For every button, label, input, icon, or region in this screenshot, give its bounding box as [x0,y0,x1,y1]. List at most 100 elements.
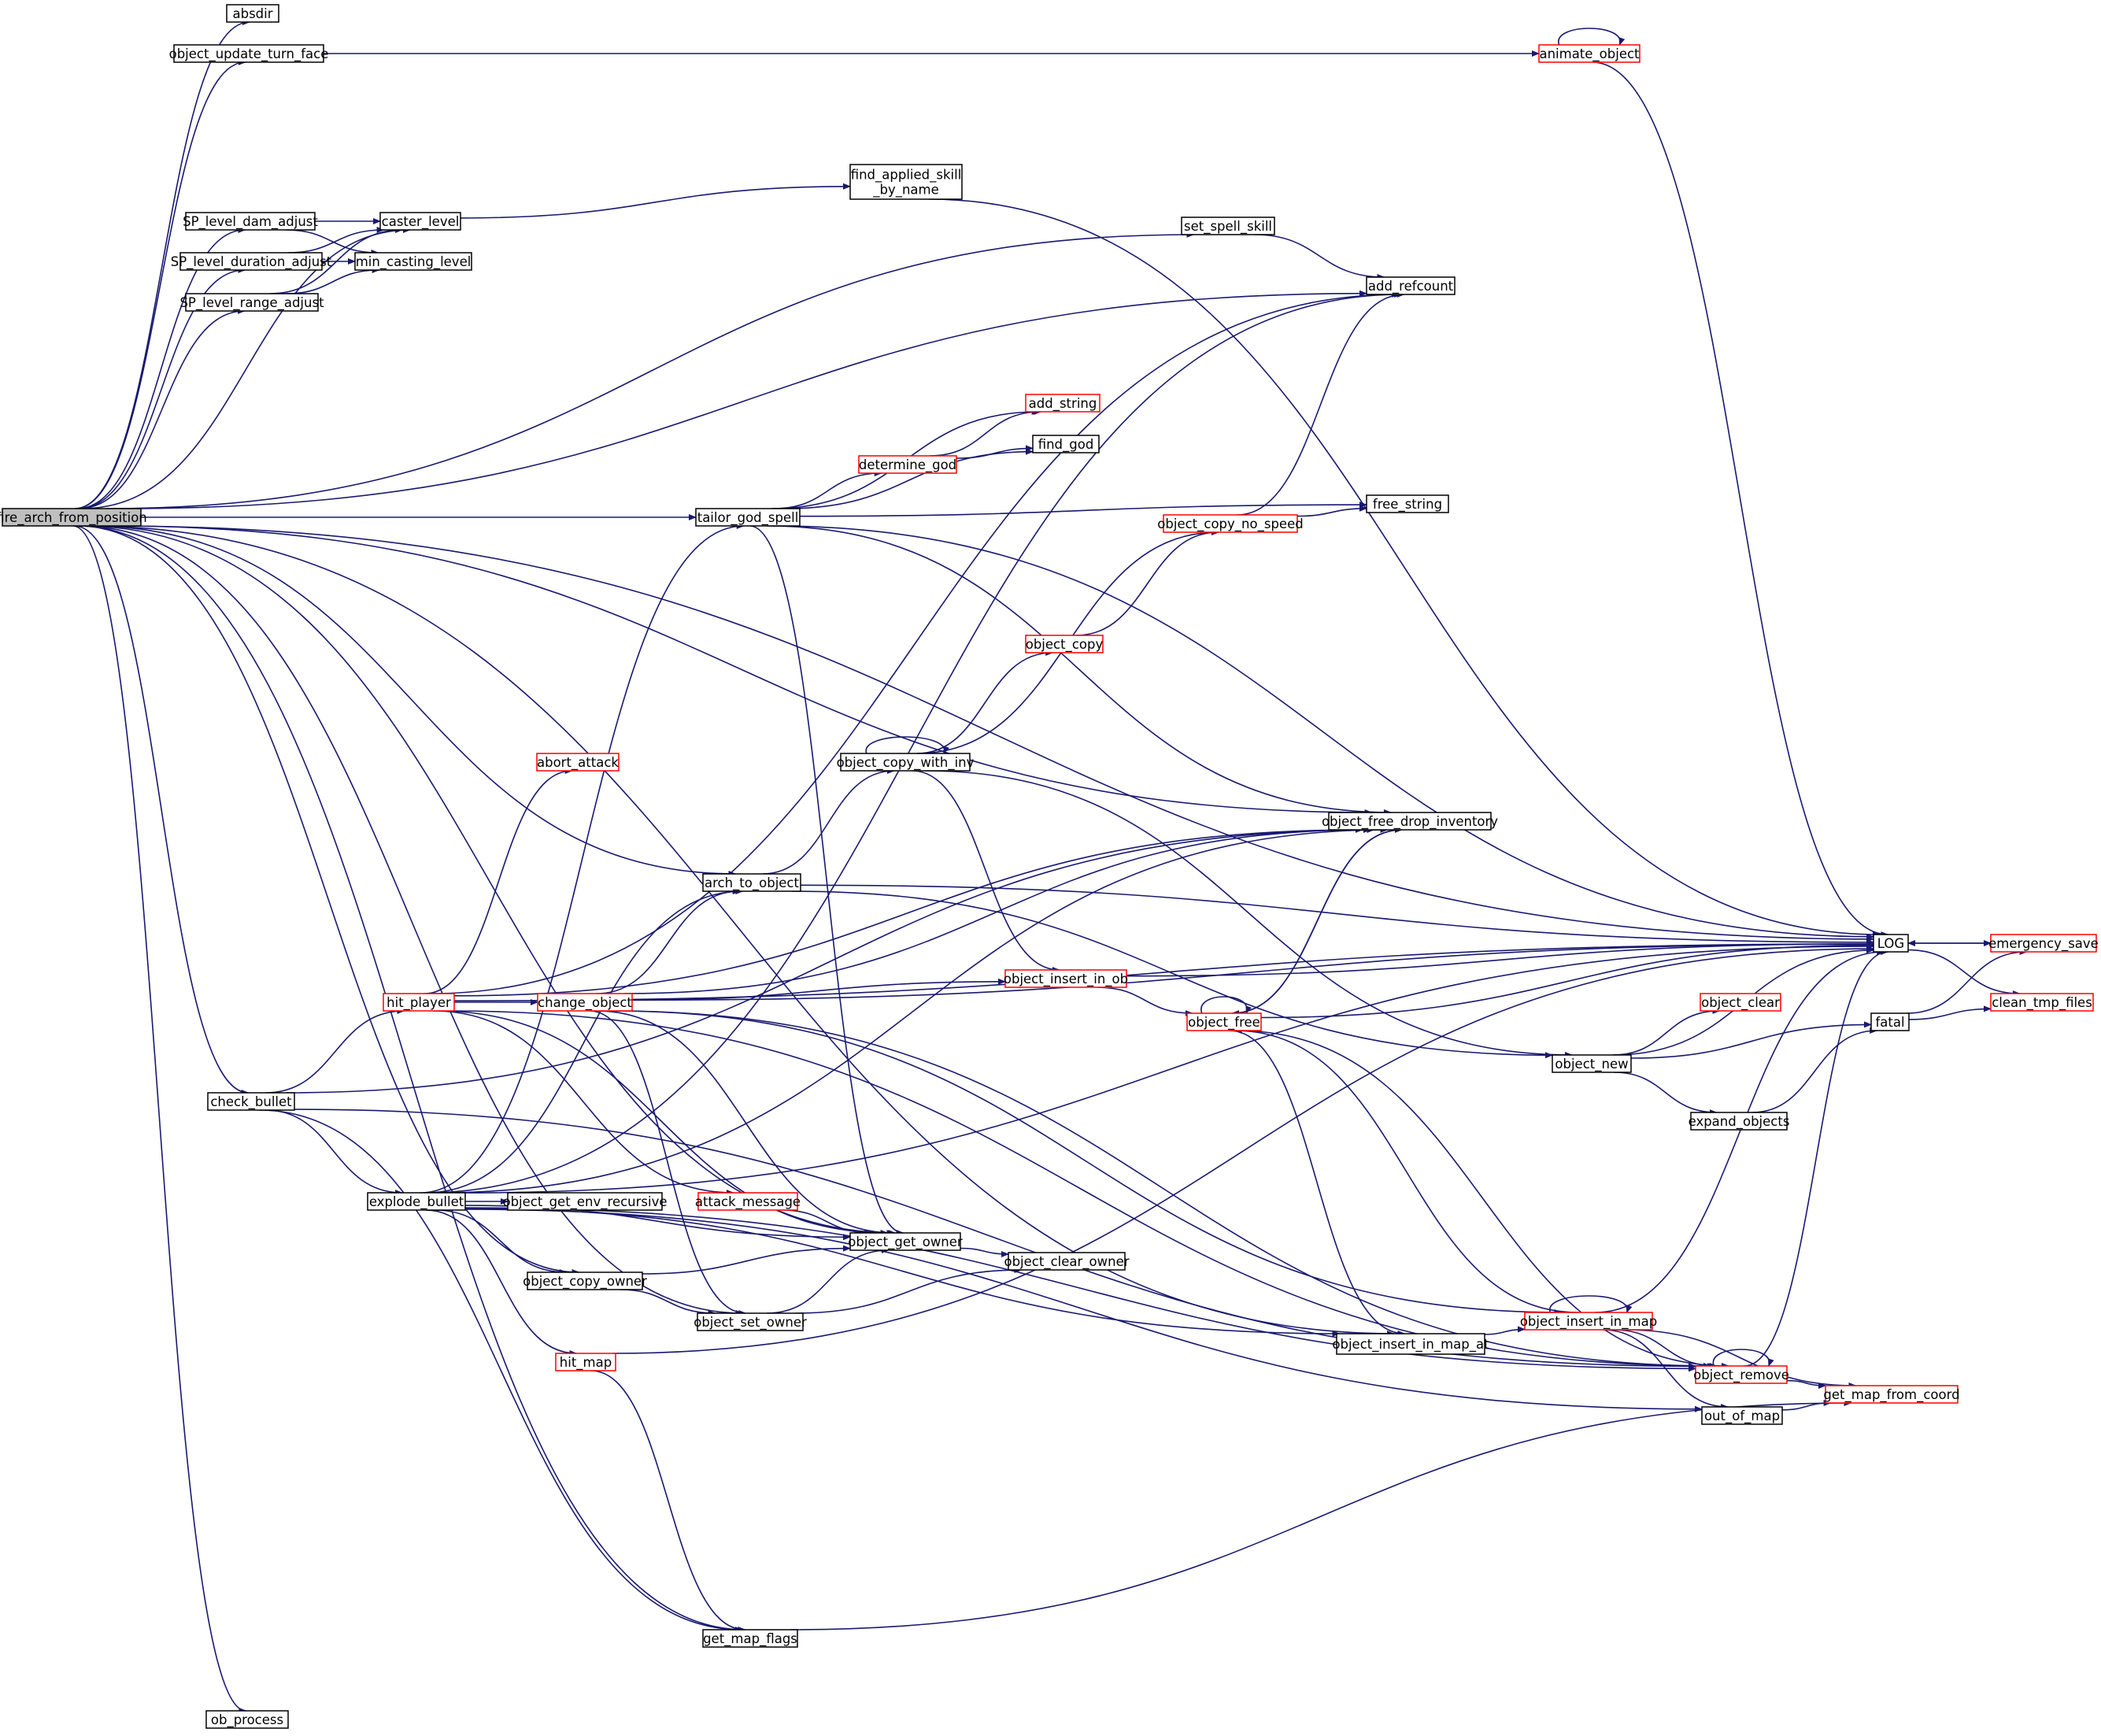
node-box[interactable] [527,1271,643,1290]
node-box[interactable] [702,1629,798,1648]
node-explode_bullet[interactable]: explode_bullet [367,1192,466,1211]
node-box[interactable] [507,1192,663,1211]
node-box[interactable] [354,252,472,271]
node-box[interactable] [1524,1312,1653,1331]
node-box[interactable] [1025,394,1100,413]
node-LOG[interactable]: LOG [1873,934,1909,953]
node-object_free_drop_inventory[interactable]: object_free_drop_inventory [1322,812,1498,831]
node-object_remove[interactable]: object_remove [1693,1365,1789,1384]
node-box[interactable] [207,1092,295,1111]
node-SP_level_dam_adjust[interactable]: SP_level_dam_adjust [183,212,318,231]
node-box[interactable] [226,4,279,23]
node-object_get_env_recursive[interactable]: object_get_env_recursive [502,1192,668,1211]
node-box[interactable] [1008,1252,1126,1271]
node-box[interactable] [536,753,620,772]
node-box[interactable] [858,455,957,474]
node-box[interactable] [555,1353,616,1371]
node-box[interactable] [179,252,323,271]
node-box[interactable] [205,1710,289,1729]
node-object_set_owner[interactable]: object_set_owner [694,1312,807,1331]
node-box[interactable] [1025,635,1104,653]
node-get_map_flags[interactable]: get_map_flags [702,1629,798,1648]
node-object_copy_no_speed[interactable]: object_copy_no_speed [1157,514,1304,533]
node-box[interactable] [695,508,801,527]
node-box[interactable] [849,1232,961,1251]
node-animate_object[interactable]: animate_object [1538,44,1640,63]
node-box[interactable] [1700,993,1781,1012]
node-box[interactable] [1336,1333,1485,1355]
node-box[interactable] [1181,217,1275,235]
node-object_update_turn_face[interactable]: object_update_turn_face [169,44,329,63]
node-clean_tmp_files[interactable]: clean_tmp_files [1990,993,2094,1012]
node-box[interactable] [1701,1406,1783,1425]
node-box[interactable] [697,1192,798,1211]
node-box[interactable] [1873,934,1909,953]
node-box[interactable] [367,1192,466,1211]
node-object_clear[interactable]: object_clear [1700,993,1781,1012]
node-box[interactable] [1690,1112,1788,1131]
node-box[interactable] [1186,1012,1262,1031]
node-find_applied_skill_by_name[interactable]: find_applied_skill_by_name [849,164,963,200]
node-free_string[interactable]: free_string [1366,494,1449,513]
node-absdir[interactable]: absdir [226,4,279,23]
node-box[interactable] [1328,812,1492,831]
node-box[interactable] [702,873,801,892]
node-emergency_save[interactable]: emergency_save [1988,934,2099,953]
node-box[interactable] [1538,44,1640,63]
node-box[interactable] [1825,1385,1959,1404]
node-box[interactable] [1990,934,2097,953]
node-fatal[interactable]: fatal [1870,1012,1910,1031]
node-object_new[interactable]: object_new [1552,1054,1632,1073]
node-box[interactable] [697,1312,804,1331]
node-SP_level_duration_adjust[interactable]: SP_level_duration_adjust [171,252,332,271]
node-box[interactable] [1032,435,1100,453]
node-box[interactable] [1004,969,1127,988]
node-caster_level[interactable]: caster_level [379,212,461,231]
node-object_get_owner[interactable]: object_get_owner [848,1232,963,1251]
node-attack_message[interactable]: attack_message [695,1192,801,1211]
node-box[interactable] [1870,1012,1910,1031]
node-object_clear_owner[interactable]: object_clear_owner [1004,1252,1130,1271]
node-box[interactable] [1552,1054,1632,1073]
node-box[interactable] [2,508,142,527]
node-object_insert_in_ob[interactable]: object_insert_in_ob [1004,969,1128,988]
node-box[interactable] [1695,1365,1788,1384]
node-ob_process[interactable]: ob_process [205,1710,289,1729]
node-fire_arch_from_position[interactable]: fire_arch_from_position [0,508,147,527]
node-box[interactable] [849,164,963,200]
node-object_insert_in_map_at[interactable]: object_insert_in_map_at [1332,1333,1489,1355]
node-set_spell_skill[interactable]: set_spell_skill [1181,217,1275,235]
node-tailor_god_spell[interactable]: tailor_god_spell [695,508,801,527]
node-get_map_from_coord[interactable]: get_map_from_coord [1823,1385,1960,1404]
node-object_insert_in_map[interactable]: object_insert_in_map [1520,1312,1657,1331]
node-box[interactable] [379,212,461,231]
node-box[interactable] [1366,276,1456,295]
node-add_refcount[interactable]: add_refcount [1366,276,1456,295]
node-box[interactable] [185,212,316,231]
node-change_object[interactable]: change_object [537,993,633,1012]
node-object_copy_owner[interactable]: object_copy_owner [523,1271,647,1290]
node-box[interactable] [383,993,455,1012]
node-add_string[interactable]: add_string [1025,394,1100,413]
node-box[interactable] [1990,993,2094,1012]
node-abort_attack[interactable]: abort_attack [536,753,620,772]
node-find_god[interactable]: find_god [1032,435,1100,453]
node-box[interactable] [840,753,971,772]
node-box[interactable] [173,44,324,63]
node-expand_objects[interactable]: expand_objects [1689,1112,1790,1131]
node-determine_god[interactable]: determine_god [858,455,957,474]
node-object_copy[interactable]: object_copy [1025,635,1104,653]
node-box[interactable] [1366,494,1449,513]
node-object_free[interactable]: object_free [1186,1012,1262,1031]
node-box[interactable] [537,993,633,1012]
node-hit_map[interactable]: hit_map [555,1353,616,1371]
node-out_of_map[interactable]: out_of_map [1701,1406,1783,1425]
node-box[interactable] [185,293,319,312]
node-hit_player[interactable]: hit_player [383,993,455,1012]
node-box[interactable] [1163,514,1298,533]
node-SP_level_range_adjust[interactable]: SP_level_range_adjust [179,293,324,312]
node-check_bullet[interactable]: check_bullet [207,1092,295,1111]
node-object_copy_with_inv[interactable]: object_copy_with_inv [837,753,975,772]
node-arch_to_object[interactable]: arch_to_object [702,873,801,892]
node-min_casting_level[interactable]: min_casting_level [354,252,472,271]
